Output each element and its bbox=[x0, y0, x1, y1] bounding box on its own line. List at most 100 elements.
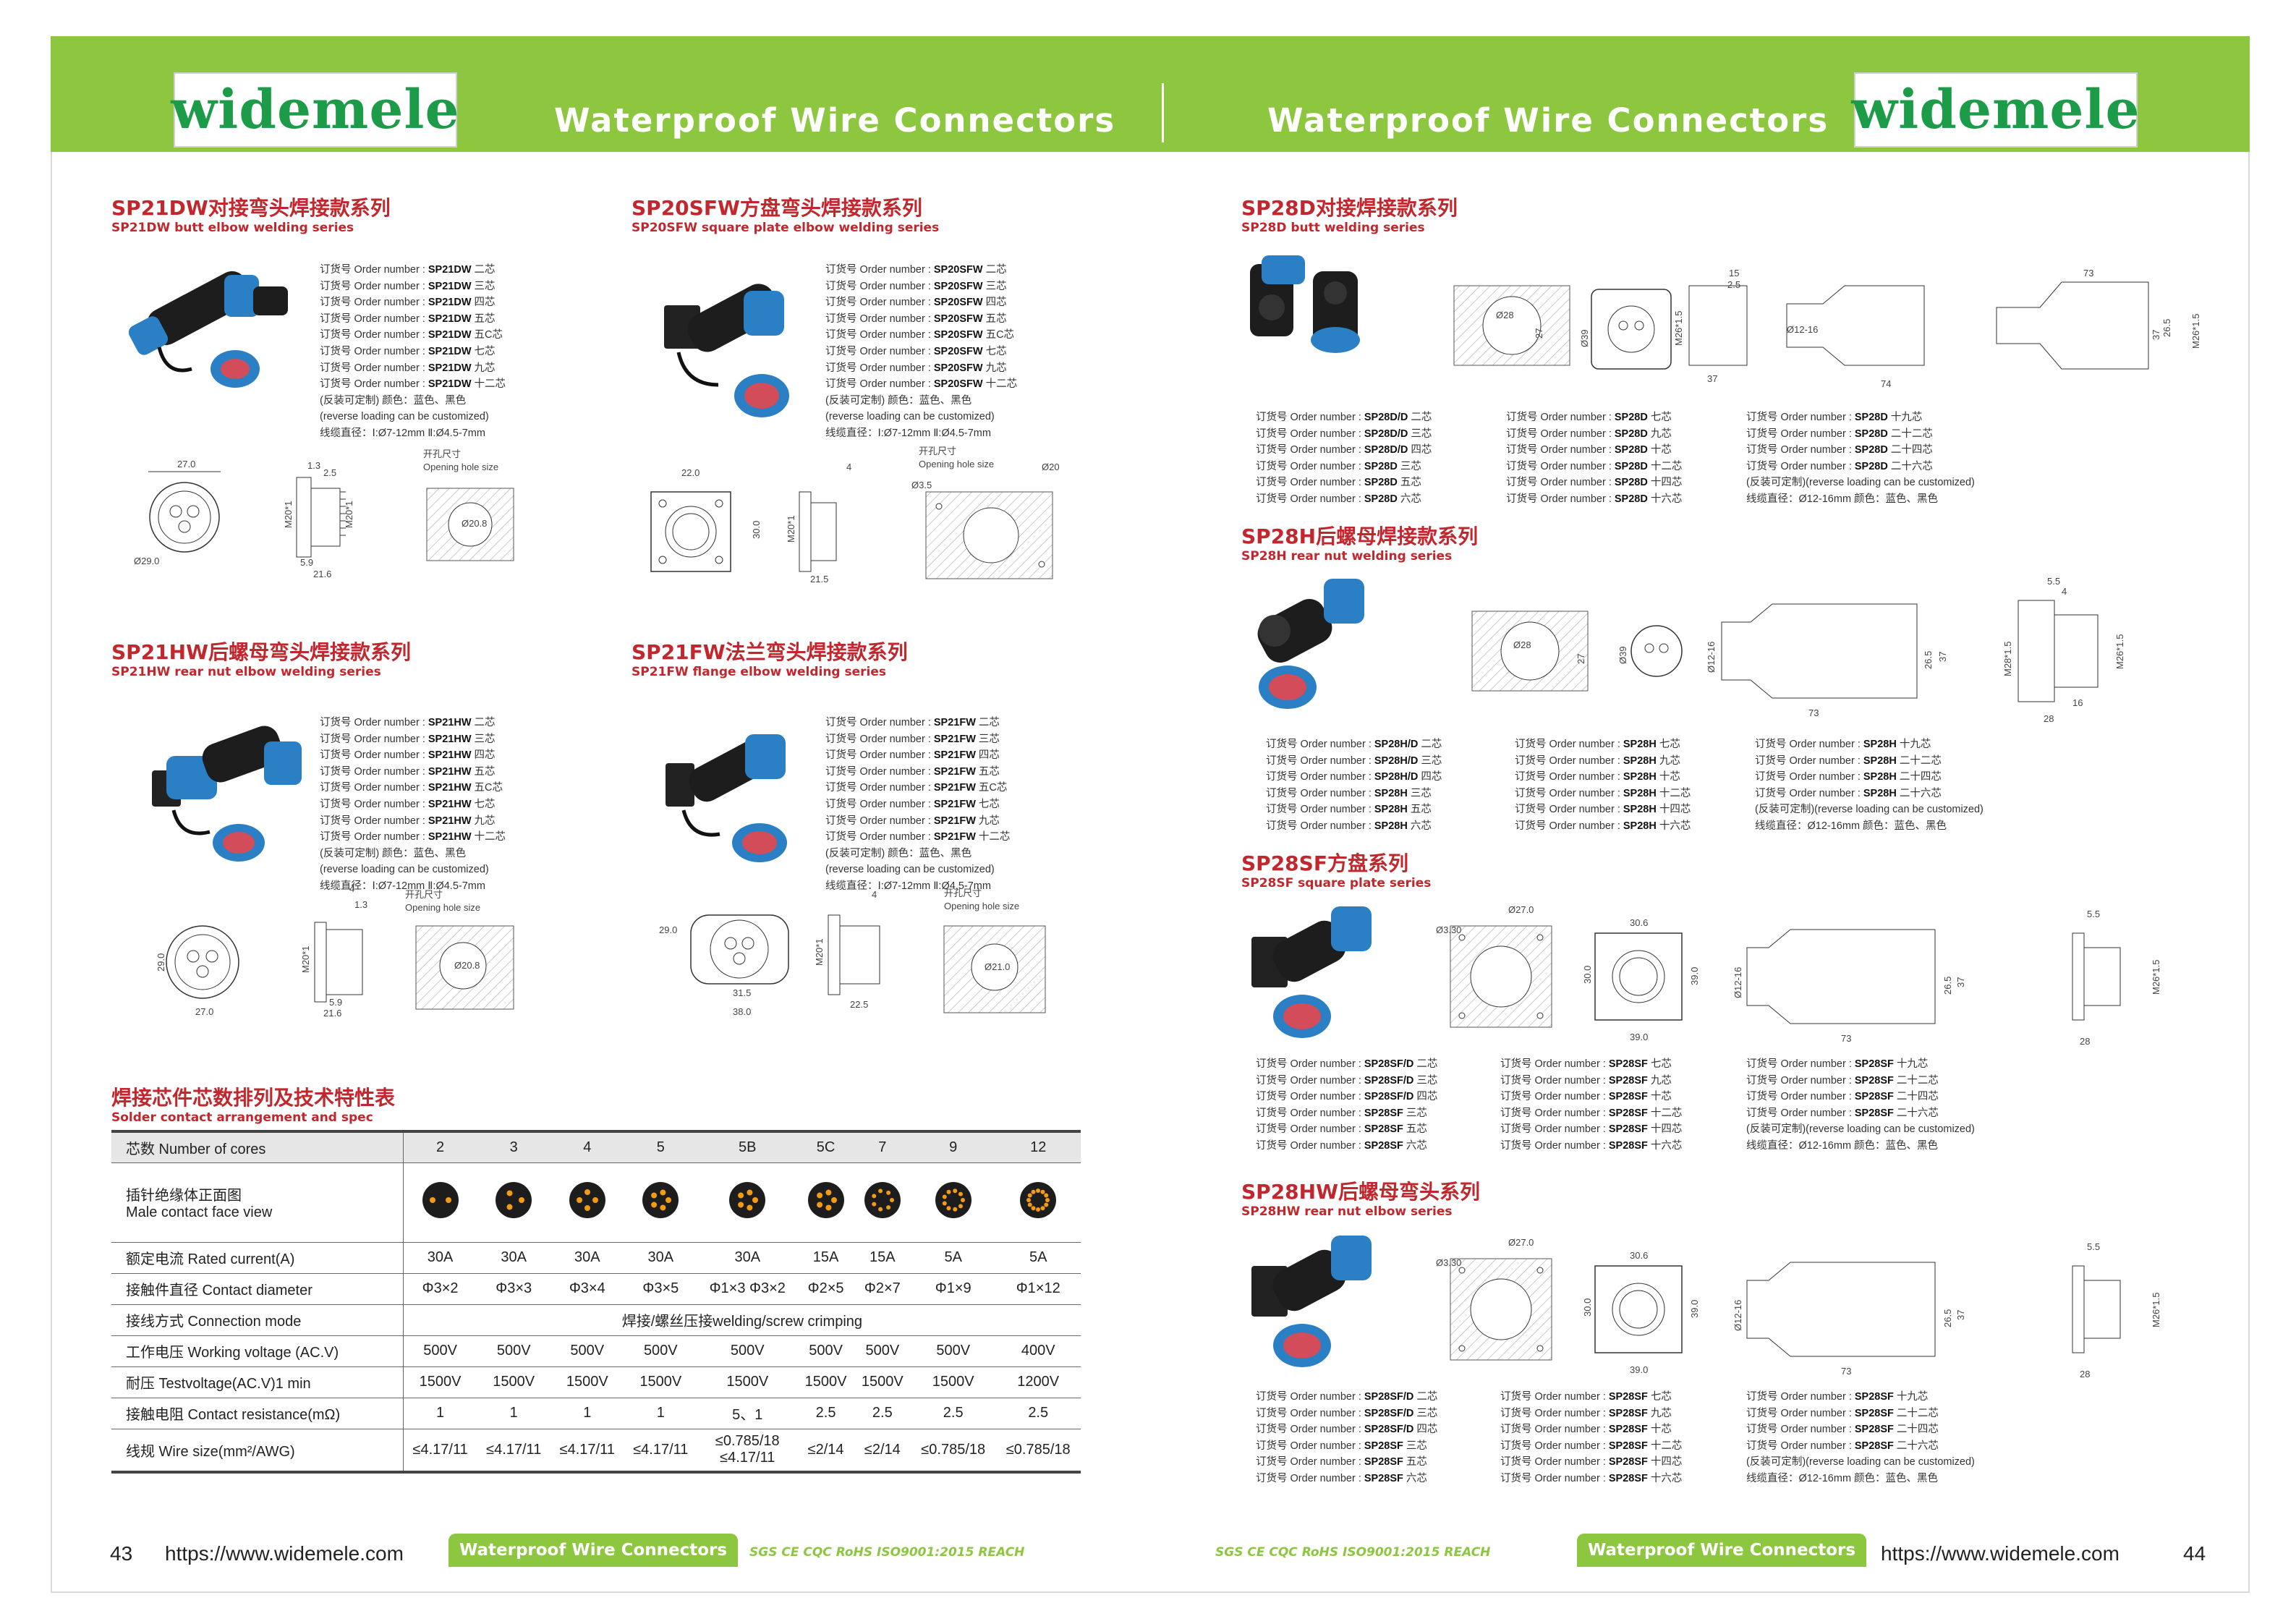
order-item: 订货号 Order number : SP28SF 七芯 bbox=[1500, 1391, 1672, 1403]
spec-cell: 1 bbox=[403, 1398, 477, 1429]
svg-text:37: 37 bbox=[1955, 1310, 1966, 1320]
svg-text:Ø20.8: Ø20.8 bbox=[462, 518, 487, 529]
order-item: 订货号 Order number : SP21HW 十二芯 bbox=[320, 831, 506, 843]
svg-text:37: 37 bbox=[1707, 373, 1717, 384]
order-item: 订货号 Order number : SP28SF 六芯 bbox=[1256, 1472, 1427, 1484]
order-item: 订货号 Order number : SP28H 二十六芯 bbox=[1755, 787, 1942, 799]
spec-cell: 1500V bbox=[550, 1366, 624, 1398]
order-item: 订货号 Order number : SP21HW 五芯 bbox=[320, 765, 496, 778]
order-item: 订货号 Order number : SP28SF 十芯 bbox=[1500, 1424, 1672, 1436]
spec-cell: 15A bbox=[854, 1242, 911, 1274]
order-item: 订货号 Order number : SP28D 二十二芯 bbox=[1746, 428, 1933, 440]
spec-row-label: 工作电压 Working voltage (AC.V) bbox=[111, 1335, 404, 1367]
footer-badge-right: Waterproof Wire Connectors bbox=[1577, 1534, 1866, 1567]
footer-url-left[interactable]: https://www.widemele.com bbox=[165, 1542, 404, 1565]
svg-text:Ø29.0: Ø29.0 bbox=[134, 556, 159, 566]
svg-text:1.3: 1.3 bbox=[354, 899, 367, 910]
svg-text:Ø21.0: Ø21.0 bbox=[985, 961, 1010, 972]
product-photo-sp21dw bbox=[116, 260, 311, 398]
contact-face-icon bbox=[697, 1162, 798, 1243]
spec-title-en: Solder contact arrangement and spec bbox=[111, 1110, 373, 1125]
spec-core-count: 5B bbox=[697, 1130, 798, 1163]
order-list-sp28h-col3: 订货号 Order number : SP28H 十九芯订货号 Order nu… bbox=[1755, 736, 1984, 835]
contact-face-icon bbox=[995, 1162, 1081, 1243]
page-number-left: 43 bbox=[110, 1542, 133, 1565]
order-item: 订货号 Order number : SP28H/D 二芯 bbox=[1266, 739, 1442, 750]
order-item: 订货号 Order number : SP28SF 二十二芯 bbox=[1746, 1074, 1939, 1087]
spec-cell: 15A bbox=[797, 1242, 854, 1274]
order-item: 订货号 Order number : SP21DW 五芯 bbox=[320, 313, 496, 325]
spec-row-label: 接触电阻 Contact resistance(mΩ) bbox=[111, 1398, 404, 1429]
product-photo-sp28hw bbox=[1244, 1230, 1389, 1374]
svg-text:30.0: 30.0 bbox=[751, 521, 762, 539]
order-note: (反装可定制)(reverse loading can be customize… bbox=[1746, 1456, 1975, 1468]
spec-cell: 30A bbox=[697, 1242, 798, 1274]
section-title-cn: SP21DW对接弯头焊接款系列 bbox=[111, 196, 391, 220]
order-note: 线缆直径：Ⅰ:Ø7-12mm Ⅱ:Ø4.5-7mm bbox=[320, 880, 485, 892]
order-list-sp28hw-col2: 订货号 Order number : SP28SF 七芯订货号 Order nu… bbox=[1500, 1389, 1682, 1487]
svg-text:M20*1: M20*1 bbox=[344, 501, 354, 528]
order-note: (反装可定制) 颜色：蓝色、黑色 bbox=[320, 394, 467, 407]
order-item: 订货号 Order number : SP21HW 九芯 bbox=[320, 815, 496, 827]
spec-cell: ≤4.17/11 bbox=[403, 1429, 477, 1474]
svg-text:4: 4 bbox=[846, 462, 851, 472]
spec-cell: 500V bbox=[910, 1335, 996, 1367]
svg-text:30.6: 30.6 bbox=[1630, 1250, 1648, 1261]
spec-core-count: 5C bbox=[797, 1130, 854, 1163]
svg-text:M26*1.5: M26*1.5 bbox=[2190, 314, 2201, 349]
order-item: 订货号 Order number : SP21FW 五C芯 bbox=[825, 782, 1008, 794]
svg-text:开孔尺寸: 开孔尺寸 bbox=[405, 889, 443, 900]
svg-text:15: 15 bbox=[1729, 268, 1739, 279]
order-note: (reverse loading can be customized) bbox=[825, 411, 995, 423]
order-item: 订货号 Order number : SP28SF 十六芯 bbox=[1500, 1472, 1683, 1484]
svg-text:Ø3.5: Ø3.5 bbox=[911, 480, 932, 490]
svg-text:30.0: 30.0 bbox=[1582, 1298, 1593, 1317]
spec-cell: 500V bbox=[624, 1335, 698, 1367]
order-item: 订货号 Order number : SP28H 五芯 bbox=[1266, 804, 1432, 816]
svg-text:26.5: 26.5 bbox=[1923, 651, 1934, 669]
spec-cell: 1 bbox=[624, 1398, 698, 1429]
spec-core-count: 12 bbox=[995, 1130, 1081, 1163]
svg-text:Opening hole size: Opening hole size bbox=[919, 459, 994, 469]
drawing-sp28hw: Ø3.30 Ø27.0 30.6 39.0 30.0 39.0 Ø12-16 2… bbox=[1436, 1237, 2203, 1382]
banner-divider bbox=[1162, 83, 1164, 143]
order-item: 订货号 Order number : SP21HW 四芯 bbox=[320, 749, 496, 762]
order-list-sp28hw-col1: 订货号 Order number : SP28SF/D 二芯订货号 Order … bbox=[1256, 1389, 1437, 1487]
footer-badge-left: Waterproof Wire Connectors bbox=[448, 1534, 738, 1567]
spec-cell: 1 bbox=[550, 1398, 624, 1429]
spec-cell: ≤0.785/18 bbox=[995, 1429, 1081, 1474]
brand-logo-right: widemele bbox=[1851, 72, 2140, 148]
order-item: 订货号 Order number : SP21DW 九芯 bbox=[320, 362, 496, 374]
svg-text:27.0: 27.0 bbox=[195, 1006, 213, 1017]
svg-text:Ø20: Ø20 bbox=[1042, 462, 1060, 472]
footer-url-right[interactable]: https://www.widemele.com bbox=[1881, 1542, 2119, 1565]
order-item: 订货号 Order number : SP28SF 十四芯 bbox=[1500, 1456, 1683, 1468]
spec-cell: Φ1×9 bbox=[910, 1273, 996, 1305]
spec-cell: Φ3×3 bbox=[477, 1273, 550, 1305]
drawing-sp28h: Ø28 27 Ø39 Ø12-16 26.5 37 73 M28*1.5 M26… bbox=[1468, 576, 2192, 724]
svg-text:22.5: 22.5 bbox=[850, 999, 868, 1010]
svg-text:73: 73 bbox=[1841, 1033, 1851, 1044]
spec-cell: 500V bbox=[854, 1335, 911, 1367]
order-item: 订货号 Order number : SP20SFW 三芯 bbox=[825, 280, 1007, 292]
contact-face-icon bbox=[550, 1162, 624, 1243]
order-list-sp28hw-col3: 订货号 Order number : SP28SF 十九芯订货号 Order n… bbox=[1746, 1389, 1975, 1487]
svg-text:29.0: 29.0 bbox=[156, 953, 166, 972]
svg-text:5.9: 5.9 bbox=[300, 557, 313, 568]
spec-cell: 2.5 bbox=[995, 1398, 1081, 1429]
product-photo-sp28sf bbox=[1244, 901, 1389, 1045]
spec-face-label-line: Male contact face view bbox=[126, 1204, 273, 1220]
order-item: 订货号 Order number : SP28D 二十四芯 bbox=[1746, 444, 1933, 456]
product-photo-sp21fw bbox=[658, 713, 825, 864]
order-item: 订货号 Order number : SP28SF/D 二芯 bbox=[1256, 1391, 1438, 1403]
contact-face-icon bbox=[797, 1162, 854, 1243]
spec-cell: 30A bbox=[624, 1242, 698, 1274]
brand-logo-left: widemele bbox=[171, 72, 460, 148]
spec-cell: 2.5 bbox=[854, 1398, 911, 1429]
svg-text:Ø27.0: Ø27.0 bbox=[1508, 1237, 1534, 1248]
spec-title-cn: 焊接芯件芯数排列及技术特性表 bbox=[111, 1086, 396, 1110]
